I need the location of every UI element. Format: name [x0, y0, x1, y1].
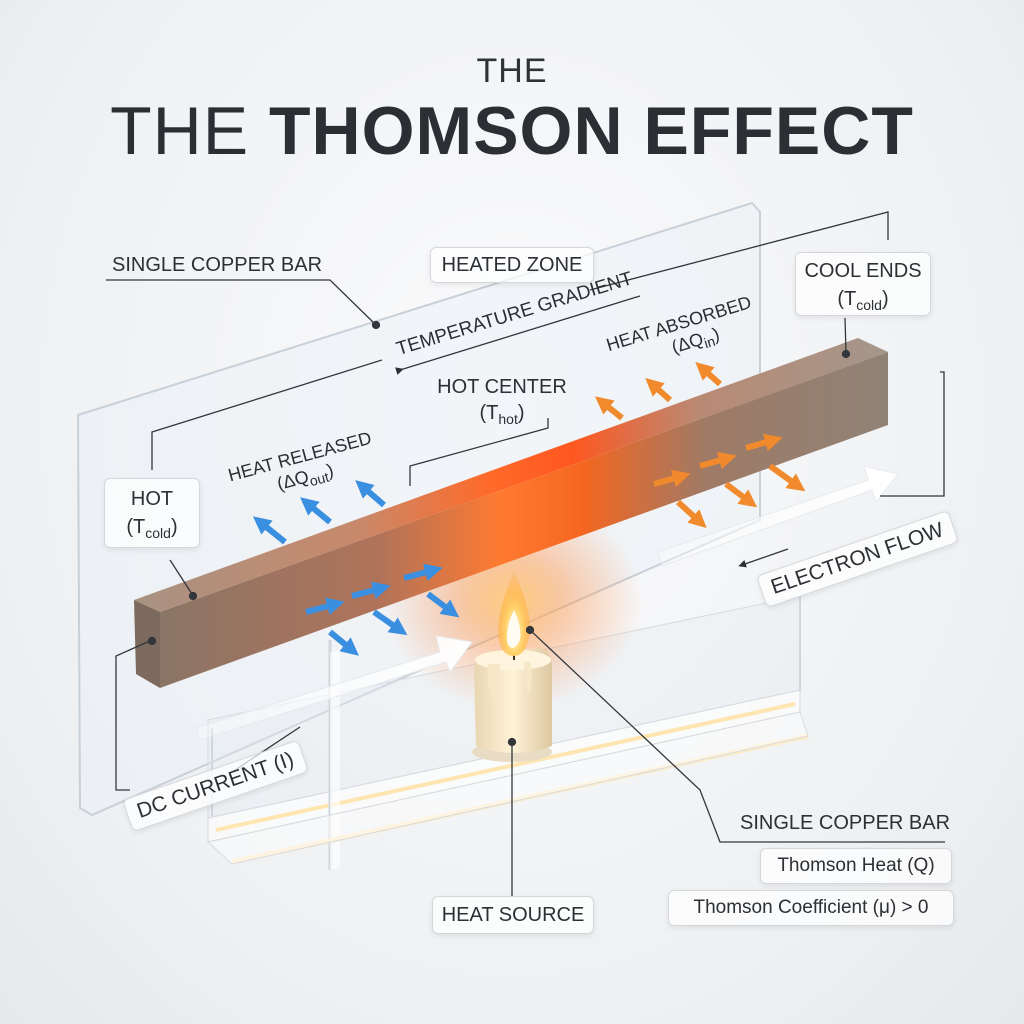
page-title: THE THOMSON EFFECT [0, 92, 1024, 170]
thomson-heat-text: Thomson Heat (Q) [777, 855, 935, 876]
flame [498, 572, 531, 656]
label-heat-source: HEAT SOURCE [432, 896, 594, 934]
title-bold: THOMSON EFFECT [269, 93, 914, 169]
heat-absorbed-arrows [594, 362, 806, 529]
hot-center-title: HOT CENTER [437, 376, 567, 398]
cool-ends-t: T [844, 288, 857, 310]
dc-current-arrow [195, 635, 473, 741]
heated-zone-text: HEATED ZONE [441, 254, 583, 276]
hot-center-t: T [486, 402, 499, 424]
cool-ends-symbol: (Tcold) [837, 288, 889, 313]
hot-t: T [133, 516, 146, 538]
heat-released-arrows [252, 480, 460, 656]
heat-absorbed-sub: in [702, 332, 718, 352]
cool-ends-sub: cold [856, 297, 882, 313]
label-thomson-heat: Thomson Heat (Q) [760, 848, 952, 884]
title-prefix: THE [110, 93, 270, 169]
heat-source-text: HEAT SOURCE [441, 904, 585, 926]
candle [472, 644, 552, 762]
label-hot-center: HOT CENTER (Thot) [432, 374, 572, 432]
electron-flow-arrow [657, 465, 899, 567]
thomson-coefficient-text: Thomson Coefficient (μ) > 0 [693, 897, 929, 918]
label-thomson-coefficient: Thomson Coefficient (μ) > 0 [668, 890, 954, 926]
hot-center-sub: hot [498, 411, 518, 427]
label-heated-zone: HEATED ZONE [430, 247, 594, 283]
label-single-copper-bar-top: SINGLE COPPER BAR [112, 254, 323, 276]
hot-title: HOT [130, 488, 174, 510]
label-single-copper-bar-bottom: SINGLE COPPER BAR [740, 812, 951, 834]
cool-ends-title: COOL ENDS [804, 260, 922, 282]
supertitle: THE [476, 52, 548, 90]
hot-sub: cold [145, 525, 171, 541]
hot-center-symbol: (Thot) [479, 402, 525, 427]
label-cool-ends: COOL ENDS (Tcold) [795, 252, 931, 316]
hot-symbol: (Tcold) [126, 516, 178, 541]
label-hot: HOT (Tcold) [104, 478, 200, 548]
leader-lines [106, 211, 945, 896]
